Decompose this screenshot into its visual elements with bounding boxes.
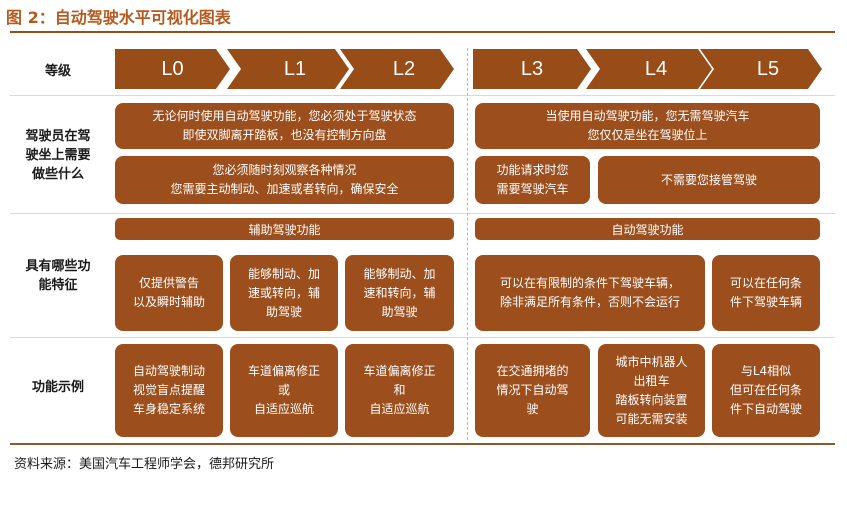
feature-l5: 可以在任何条 件下驾驶车辆 [712,255,820,331]
example-l3: 在交通拥堵的 情况下自动驾 驶 [475,344,590,437]
assist-driving-header: 辅助驾驶功能 [115,218,454,240]
driver-l0-l2-bottom: 您必须随时刻观察各种情况 您需要主动制动、加速或者转向，确保安全 [115,156,454,204]
level-chevron-l1: L1 [227,49,349,89]
example-l5: 与L4相似 但可在任何条 件下自动驾驶 [712,344,820,437]
level-chevron-l0: L0 [115,49,230,89]
source-note: 资料来源：美国汽车工程师学会，德邦研究所 [14,457,275,472]
row-label-examples: 功能示例 [31,380,84,395]
example-l1: 车道偏离修正 或 自适应巡航 [230,344,338,437]
driver-l3-bottom: 功能请求时您 需要驾驶汽车 [475,156,590,204]
example-l2: 车道偏离修正 和 自适应巡航 [345,344,454,437]
driver-l4-l5-bottom: 不需要您接管驾驶 [598,156,820,204]
level-chevron-l4: L4 [586,49,712,89]
row-label-features: 具有哪些功 能特征 [25,259,91,293]
row-label-driver: 驾驶员在驾 驶坐上需要 做些什么 [25,129,91,182]
level-chevron-l2: L2 [340,49,454,89]
auto-driving-header: 自动驾驶功能 [475,218,820,240]
row-divider [10,95,835,96]
driver-l0-l2-top: 无论何时使用自动驾驶功能，您必须处于驾驶状态 即使双脚离开踏板，也没有控制方向盘 [115,103,454,149]
feature-l2: 能够制动、加 速和转向，辅 助驾驶 [345,255,454,331]
feature-l0: 仅提供警告 以及瞬时辅助 [115,255,223,331]
level-chevron-l3: L3 [473,49,591,89]
bottom-rule [10,443,835,445]
example-l0: 自动驾驶制动 视觉盲点提醒 车身稳定系统 [115,344,223,437]
figure-title: 图 2：自动驾驶水平可视化图表 [6,8,231,27]
feature-l3-l4: 可以在有限制的条件下驾驶车辆， 除非满足所有条件，否则不会运行 [475,255,705,331]
feature-l1: 能够制动、加 速或转向，辅 助驾驶 [230,255,338,331]
level-chevron-l5: L5 [700,49,822,89]
example-l4: 城市中机器人 出租车 踏板转向装置 可能无需安装 [598,344,705,437]
row-divider [10,337,835,338]
driver-l3-l5-top: 当使用自动驾驶功能，您无需驾驶汽车 您仅仅是坐在驾驶位上 [475,103,820,149]
title-underline [10,31,835,33]
assist-auto-divider [467,48,468,440]
row-label-level: 等级 [44,64,71,79]
row-divider [10,213,835,214]
